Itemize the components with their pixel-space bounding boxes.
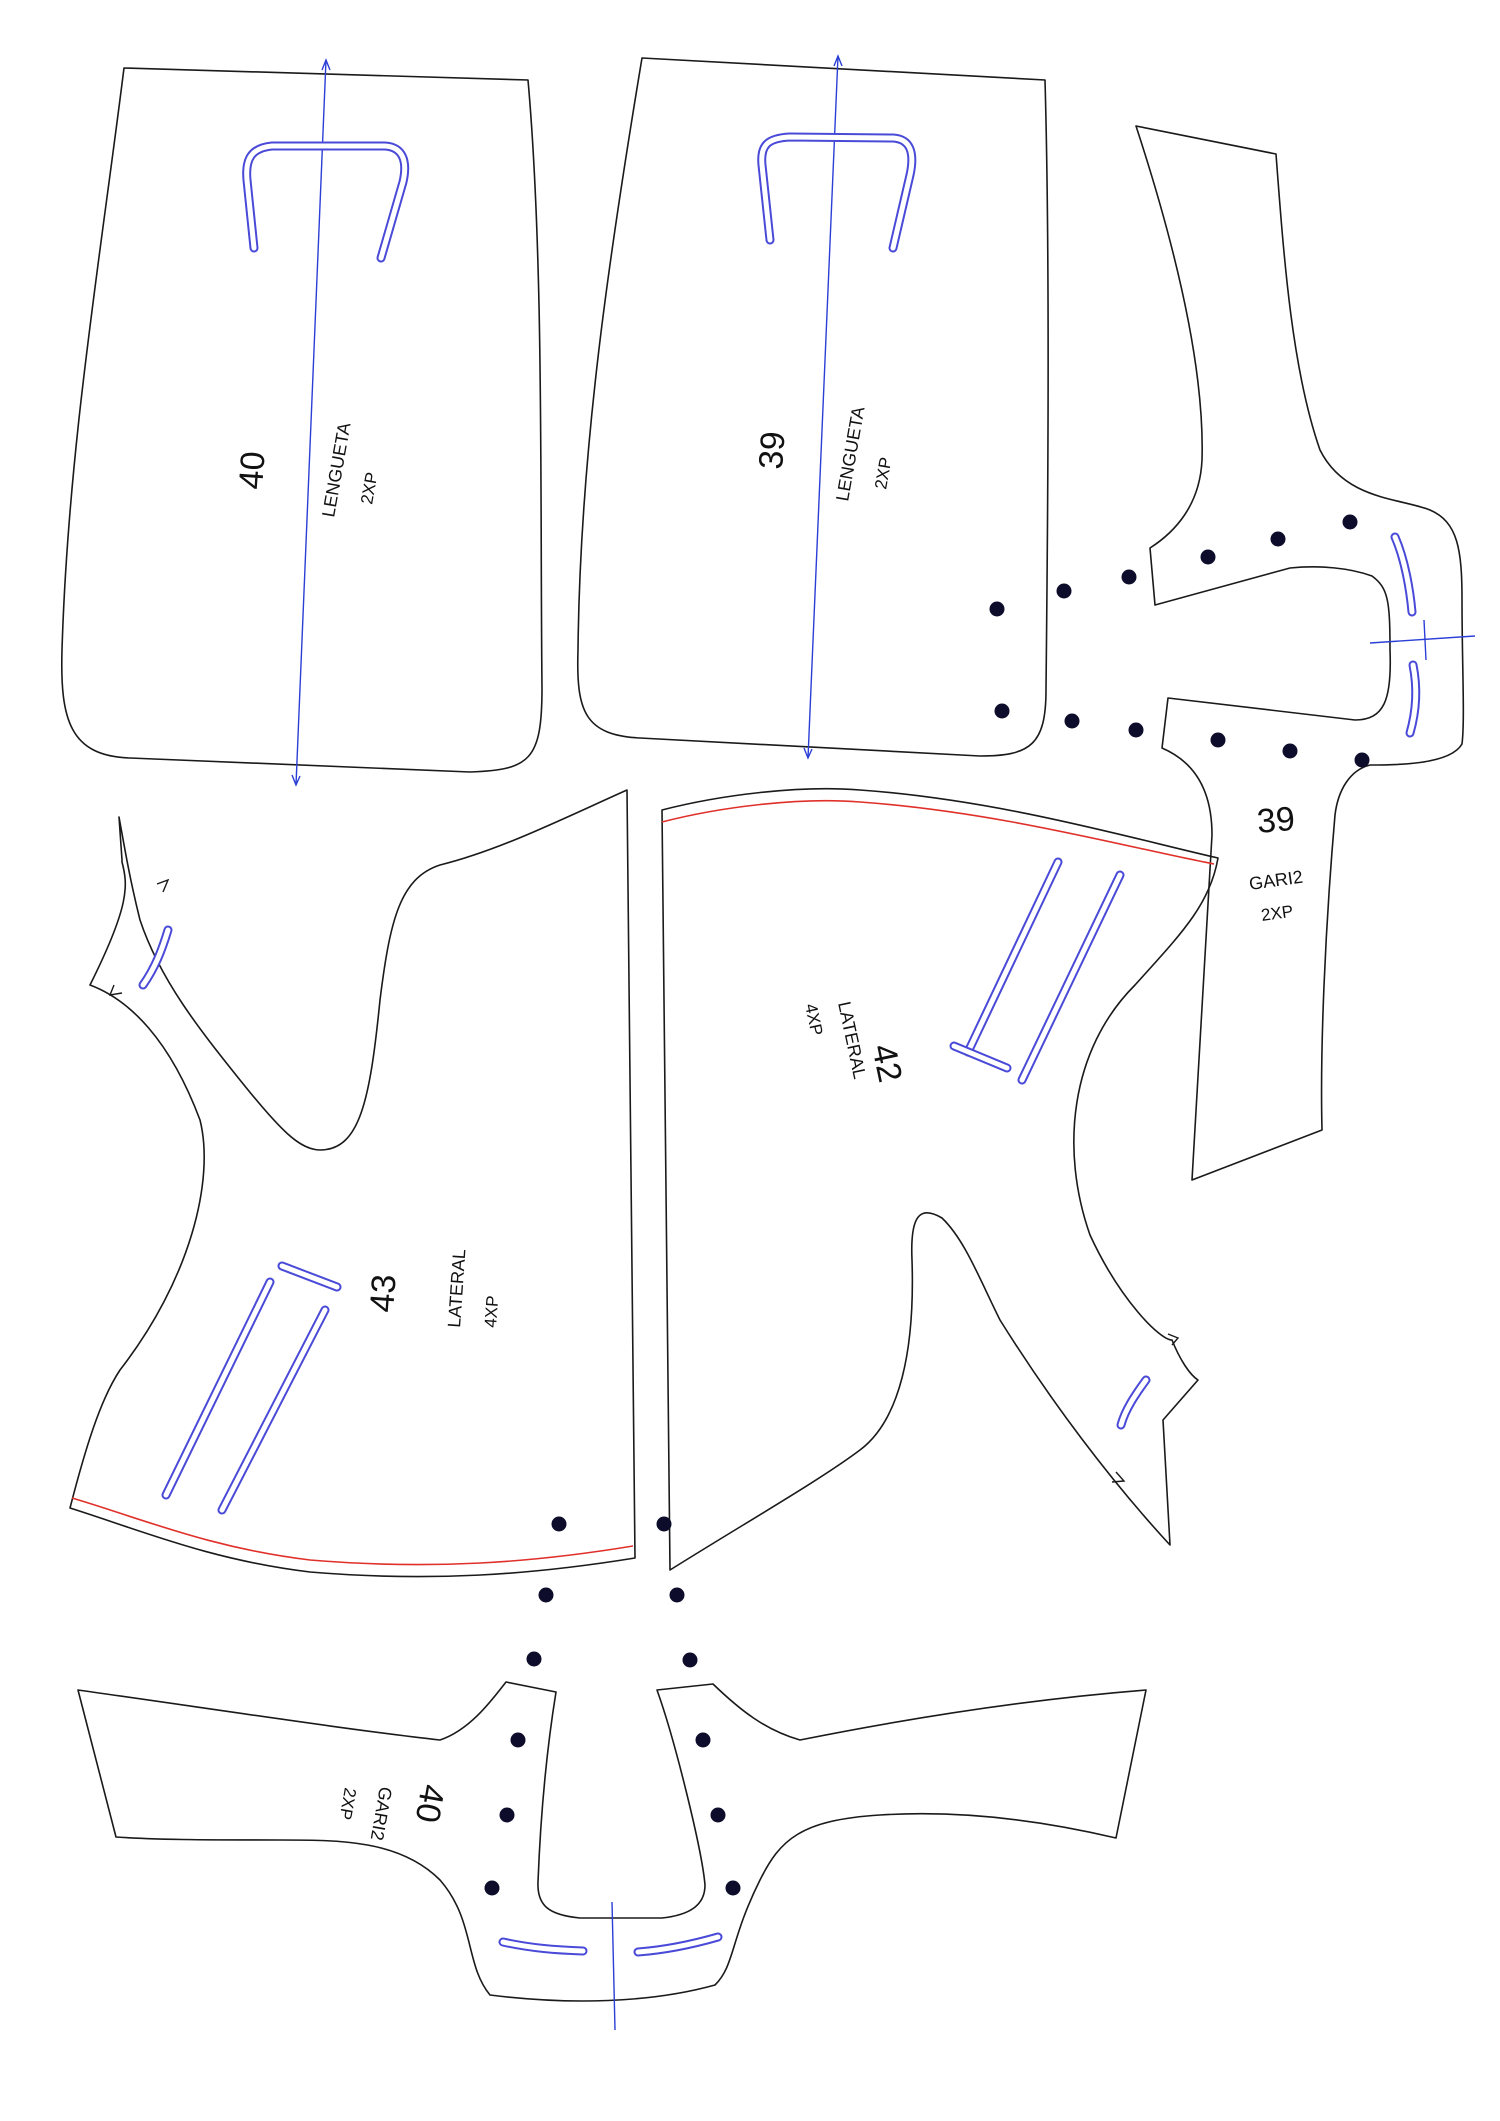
- lengueta-40-outline: [60, 67, 543, 773]
- lace-hole: [551, 1516, 567, 1532]
- lace-hole: [669, 1587, 685, 1603]
- lace-hole: [538, 1587, 554, 1603]
- gari2-40-number: 40: [408, 1782, 452, 1826]
- piece-gari2-39: 39 GARI2 2XP: [989, 125, 1476, 1181]
- lateral-42-slot-c-inner: [951, 1043, 1010, 1071]
- lateral-43-qty: 4XP: [481, 1295, 502, 1328]
- lateral-42-notch: [1111, 1471, 1126, 1483]
- lace-hole: [1200, 549, 1216, 565]
- lace-hole: [1354, 752, 1370, 768]
- lengueta-39-name: LENGUETA: [832, 405, 868, 503]
- lace-hole: [1056, 583, 1072, 599]
- gari2-40-slot-left-inner: [500, 1939, 586, 1954]
- lateral-42-name: LATERAL: [834, 1000, 870, 1081]
- lace-hole: [484, 1880, 500, 1896]
- lateral-43-seam: [71, 1497, 634, 1566]
- lace-hole: [695, 1732, 711, 1748]
- lace-hole: [994, 703, 1010, 719]
- gari2-39-grainline-tick: [1423, 619, 1427, 661]
- lateral-43-slot-c-inner: [279, 1263, 340, 1290]
- lateral-42-notch: [1167, 1333, 1180, 1346]
- gari2-40-slot-right-inner: [635, 1934, 721, 1955]
- lateral-42-number: 42: [864, 1041, 909, 1086]
- gari2-39-qty: 2XP: [1260, 902, 1294, 925]
- gari2-40-qty: 2XP: [335, 1786, 359, 1821]
- gari2-39-slot-top-inner: [1392, 534, 1415, 615]
- piece-lengueta-39: 39 LENGUETA 2XP: [576, 54, 1049, 760]
- lengueta-39-grainline: [807, 55, 839, 759]
- lateral-43-slot-d-inner: [140, 927, 171, 988]
- lace-hole: [1342, 514, 1358, 530]
- lace-hole: [510, 1732, 526, 1748]
- lace-hole: [526, 1651, 542, 1667]
- lengueta-39-slot-inner: [759, 134, 915, 251]
- lateral-43-number: 43: [363, 1273, 404, 1313]
- lace-hole: [499, 1807, 515, 1823]
- lace-hole: [710, 1807, 726, 1823]
- lateral-42-outline: [661, 787, 1219, 1571]
- lengueta-39-qty: 2XP: [871, 456, 895, 491]
- lengueta-39-grain-arrow-top: [833, 54, 843, 67]
- lace-hole: [1064, 713, 1080, 729]
- lace-hole: [725, 1880, 741, 1896]
- gari2-40-lace-holes: [484, 1516, 741, 1896]
- lengueta-40-grainline: [295, 59, 327, 786]
- gari2-40-outline: [77, 1681, 1147, 2002]
- gari2-39-lace-holes: [989, 514, 1370, 768]
- gari2-39-name: GARI2: [1248, 867, 1304, 894]
- lengueta-40-qty: 2XP: [357, 471, 381, 506]
- lateral-43-notch: [108, 984, 123, 996]
- lateral-43-slot-b-inner: [219, 1307, 328, 1513]
- lengueta-40-grain-arrow-bottom: [291, 774, 301, 787]
- lateral-42-qty: 4XP: [801, 1002, 826, 1037]
- piece-lateral-43: 43 LATERAL 4XP: [69, 789, 636, 1578]
- lengueta-40-slot-inner: [244, 143, 408, 261]
- lateral-43-notch: [156, 878, 170, 893]
- lateral-42-slot-b-inner: [1019, 872, 1123, 1083]
- lengueta-39-number: 39: [752, 430, 793, 470]
- lengueta-40-number: 40: [232, 450, 273, 490]
- lace-hole: [1128, 722, 1144, 738]
- gari2-39-outline: [1135, 125, 1465, 1181]
- lengueta-39-slot: [757, 132, 917, 253]
- gari2-39-number: 39: [1255, 800, 1296, 841]
- lace-hole: [989, 601, 1005, 617]
- gari2-40-grainline: [611, 1901, 616, 2031]
- gari2-39-grainline: [1369, 635, 1476, 644]
- piece-gari2-40: 40 GARI2 2XP: [77, 1516, 1147, 2031]
- lateral-42-slot-a-inner: [965, 859, 1061, 1055]
- lace-hole: [682, 1652, 698, 1668]
- lace-hole: [1210, 732, 1226, 748]
- piece-lateral-42: 42 LATERAL 4XP: [661, 787, 1219, 1571]
- lace-hole: [1282, 743, 1298, 759]
- lateral-42-slot-d-inner: [1118, 1377, 1149, 1428]
- lengueta-40-name: LENGUETA: [318, 421, 354, 519]
- lace-hole: [656, 1516, 672, 1532]
- lateral-43-name: LATERAL: [444, 1248, 469, 1328]
- lateral-43-outline: [69, 789, 636, 1578]
- lateral-42-seam: [661, 799, 1215, 865]
- lengueta-39-outline: [576, 57, 1049, 757]
- lace-hole: [1270, 531, 1286, 547]
- lengueta-39-grain-arrow-bottom: [803, 747, 813, 760]
- piece-lengueta-40: 40 LENGUETA 2XP: [60, 58, 543, 787]
- lengueta-40-slot: [242, 141, 410, 263]
- gari2-39-slot-bottom-inner: [1407, 662, 1419, 736]
- lace-hole: [1121, 569, 1137, 585]
- lengueta-40-grain-arrow-top: [321, 58, 331, 71]
- gari2-40-name: GARI2: [367, 1785, 396, 1842]
- lateral-43-slot-a-inner: [163, 1279, 273, 1498]
